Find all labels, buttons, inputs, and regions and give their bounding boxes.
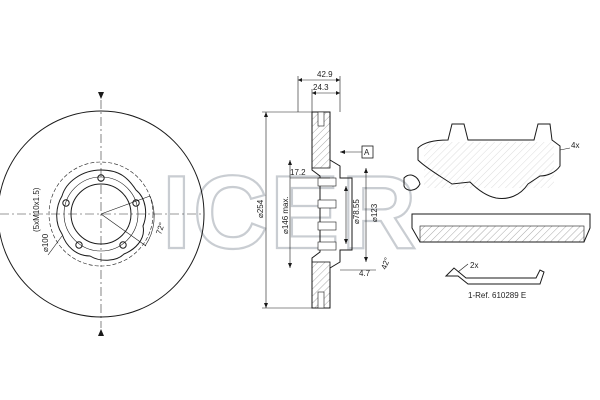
pad-lining	[419, 225, 585, 243]
dim-hub-diameter: ⌀123	[370, 203, 379, 222]
bolt-hole-1	[97, 174, 105, 182]
dim-outer-diameter: ⌀254	[256, 199, 265, 218]
dim-inner-width: 24.3	[313, 83, 329, 92]
vent-slot-bottom	[317, 291, 325, 309]
dim-overall-width: 42.9	[317, 70, 333, 79]
pad-outline	[417, 123, 561, 199]
retaining-clip: 2x 1-Ref. 610289 E	[444, 261, 545, 300]
pcd-label: ⌀100	[41, 233, 50, 252]
disc-outer-edge	[0, 110, 205, 318]
bolt-hole-2	[132, 199, 140, 207]
angle-arc	[144, 195, 155, 247]
center-arrow-top	[98, 92, 104, 99]
hub-outline	[56, 169, 147, 261]
clip-quantity: 2x	[470, 261, 478, 270]
datum-box	[361, 145, 374, 159]
dim-hub-thickness: 17.2	[290, 168, 306, 177]
clip-reference: 1-Ref. 610289 E	[468, 291, 526, 300]
dim-groove-angle: 42°	[379, 256, 392, 270]
vent-slot-top	[317, 111, 325, 127]
bolt-hole-5	[62, 199, 70, 207]
hub-stud-4	[317, 241, 337, 251]
datum-label: A	[364, 148, 370, 157]
clip-shape	[444, 267, 545, 285]
pcd-circle	[48, 161, 154, 267]
hub-stud-3	[317, 221, 337, 231]
pad-friction-area	[424, 142, 554, 188]
bolt-hole-4	[75, 241, 83, 249]
bolt-pattern-label: (5xM10x1.5)	[32, 187, 41, 232]
disc-front-view: (5xM10x1.5) ⌀100 72°	[0, 92, 205, 336]
dim-center-diameter: ⌀78.55	[352, 199, 361, 224]
hub-stud-2	[317, 199, 337, 209]
hub-inner-ring	[63, 176, 139, 252]
bolt-hole-3	[119, 241, 127, 249]
disc-section-view: 42.9 24.3 ⌀254 ⌀146 max. ⌀78.55 ⌀123 17.	[256, 70, 392, 309]
center-arrow-bottom	[98, 329, 104, 336]
brake-pad: 4x	[403, 123, 591, 243]
dim-min-thickness: 4.7	[359, 269, 371, 278]
hub-stud-1	[317, 177, 337, 187]
hub-bore	[70, 183, 132, 245]
pad-quantity: 4x	[571, 141, 579, 150]
dim-friction-diameter: ⌀146 max.	[281, 196, 290, 234]
angle-label: 72°	[154, 221, 166, 235]
pad-notch	[403, 174, 421, 191]
